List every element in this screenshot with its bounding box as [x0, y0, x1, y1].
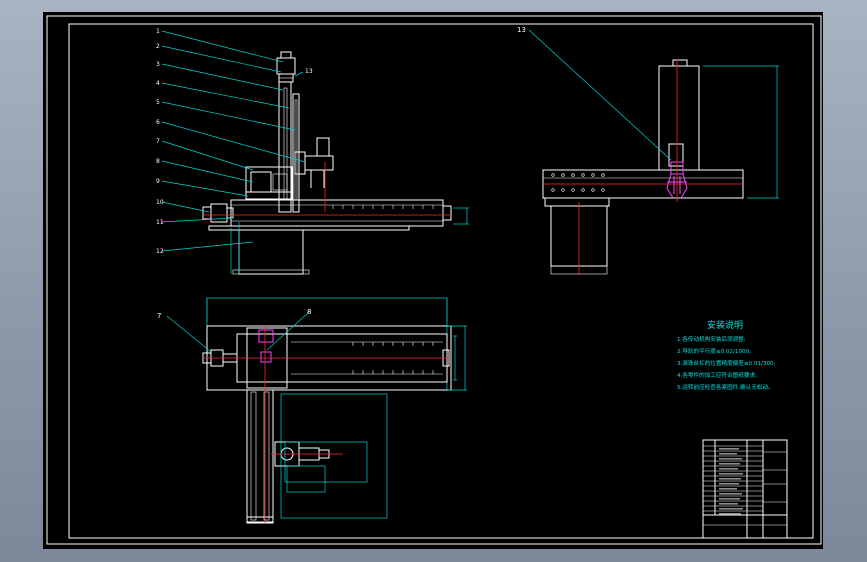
horizontal-beam [230, 199, 444, 227]
title-block-entry [719, 473, 743, 475]
side-view [528, 29, 779, 275]
y-axis-arm [246, 389, 274, 523]
title-block-entry [719, 493, 742, 495]
title-block-entry [719, 508, 743, 510]
note-line-1: 1.各传动机构安装后须调整; [677, 335, 746, 343]
title-block-entry [719, 498, 740, 500]
title-block-entry [719, 513, 741, 515]
top-view [202, 297, 467, 524]
front-callout-label: 8 [156, 158, 160, 165]
front-callouts [161, 30, 306, 252]
title-block [702, 439, 788, 539]
installation-notes: 安装说明 1.各传动机构安装后须调整; 2.导轨的平行度≤0.02/1000; … [677, 319, 776, 391]
side-callout-leader [528, 29, 672, 161]
title-block-entry [719, 448, 739, 450]
front-callout-label: 7 [156, 138, 160, 145]
front-callout-label: 12 [156, 248, 164, 255]
front-callout-label: 3 [156, 61, 160, 68]
front-view [202, 51, 469, 275]
title-block-entry [719, 463, 740, 465]
front-callout-label: 4 [156, 80, 160, 87]
notes-title: 安装说明 [707, 319, 743, 331]
front-callout-label: 10 [156, 199, 164, 206]
sheet-inner-border [68, 23, 814, 539]
front-callout-label: 13 [305, 68, 313, 75]
title-block-entry [719, 453, 737, 455]
title-block-entry [719, 503, 738, 505]
title-block-entry [719, 468, 738, 470]
front-callout-label: 6 [156, 119, 160, 126]
side-motor [316, 137, 330, 157]
pedestal [238, 229, 304, 275]
front-callout-label: 11 [156, 219, 164, 226]
front-callout-label: 2 [156, 43, 160, 50]
top-callout-label-2: 8 [307, 308, 311, 316]
title-block-entry [719, 458, 742, 460]
note-line-5: 5.运转前应检查各紧固件,确认无松动。 [677, 383, 774, 391]
sheet-outer-border [46, 15, 822, 545]
note-line-4: 4.各零件的加工应符合图纸要求; [677, 371, 757, 379]
front-callout-label: 9 [156, 178, 160, 185]
front-callout-label: 5 [156, 99, 160, 106]
front-callout-label: 1 [156, 28, 160, 35]
top-callout-label-1: 7 [157, 312, 161, 320]
side-callout-label: 13 [517, 26, 526, 34]
carriage-block [245, 166, 293, 200]
title-block-entry [719, 488, 737, 490]
title-block-entry [719, 483, 739, 485]
title-block-entry [719, 478, 741, 480]
note-line-2: 2.导轨的平行度≤0.02/1000; [677, 347, 751, 355]
note-line-3: 3.滚珠丝杠的位置精度偏差≤0.01/300; [677, 359, 776, 367]
